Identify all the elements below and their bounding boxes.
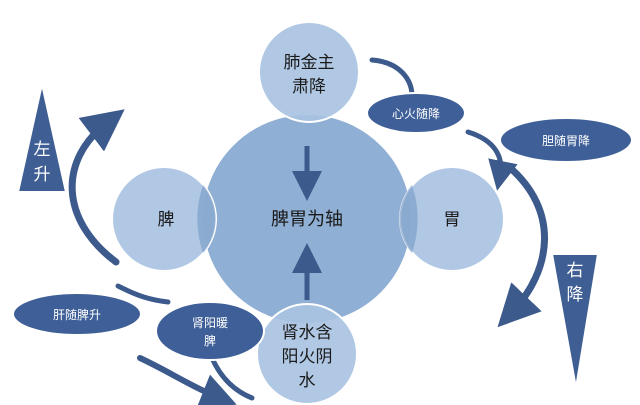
liver-arrow — [115, 283, 171, 305]
top-right-arrow — [369, 57, 415, 99]
right-descend-triangle — [550, 253, 600, 389]
lung-circle — [258, 21, 360, 123]
stomach-overlap — [399, 185, 418, 253]
bottom-left-arrow — [137, 355, 237, 405]
left-triangle-char1: 左 — [34, 140, 51, 160]
right-descend-arrow — [497, 162, 548, 328]
kidney-circle — [256, 303, 358, 405]
spleen-circle — [111, 166, 217, 272]
liver-ellipse — [12, 292, 142, 336]
left-triangle-char2: 升 — [34, 165, 51, 185]
spleen-label: 脾 — [158, 210, 175, 230]
spleen-overlap — [197, 185, 216, 253]
lung-label-line1: 肺金主 — [284, 53, 335, 73]
heart-fire-label: 心火随降 — [392, 106, 440, 121]
bottom-mid-arrow — [209, 355, 255, 401]
kidney-yang-label-line1: 肾阳暖 — [192, 316, 228, 330]
gallbladder-ellipse — [499, 117, 633, 163]
kidney-label-line2: 阳火阴 — [282, 347, 333, 367]
stomach-label: 胃 — [444, 210, 461, 230]
heart-fire-ellipse — [366, 92, 466, 134]
left-rise-triangle — [16, 83, 68, 193]
kidney-label-line1: 肾水含 — [282, 323, 333, 343]
right-triangle-char1: 右 — [567, 261, 584, 281]
heart-to-stomach-arrow — [465, 129, 518, 191]
center-label: 脾胃为轴 — [271, 209, 343, 230]
liver-label: 肝随脾升 — [53, 307, 101, 322]
right-triangle-char2: 降 — [567, 285, 584, 305]
kidney-yang-ellipse — [155, 301, 265, 361]
lung-label-line2: 肃降 — [292, 77, 326, 97]
gallbladder-label: 胆随胃降 — [542, 133, 590, 148]
left-rise-arrow — [68, 109, 125, 266]
kidney-label-line3: 水 — [299, 371, 316, 391]
kidney-yang-label-line2: 脾 — [204, 333, 216, 348]
